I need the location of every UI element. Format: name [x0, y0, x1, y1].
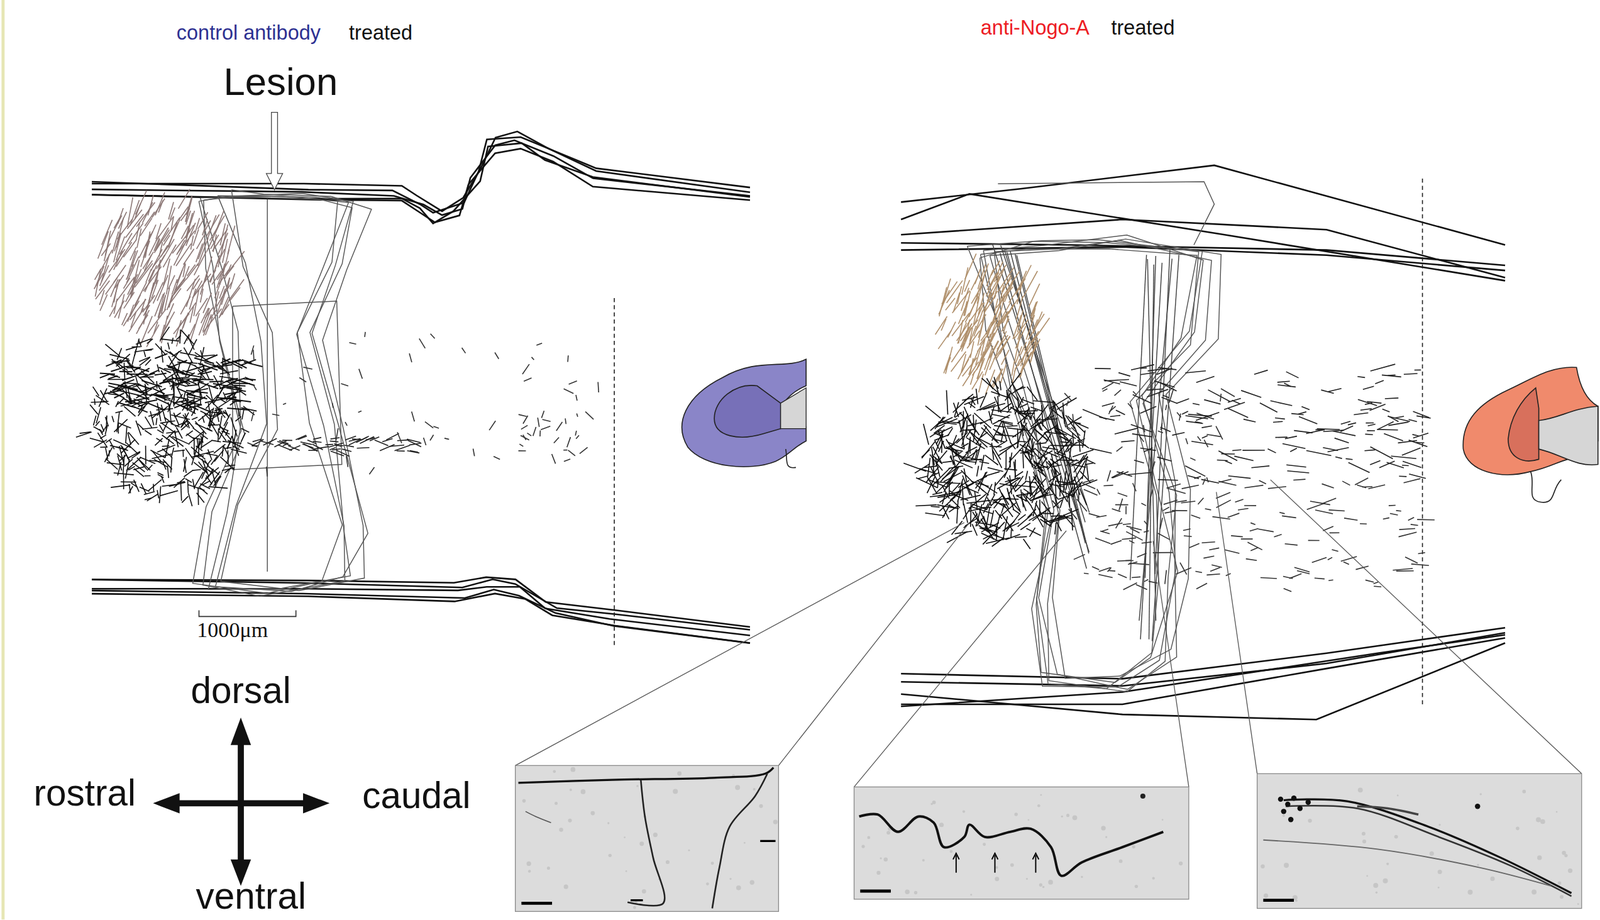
lesion-outline [215, 195, 369, 591]
cord-outline [900, 165, 1506, 246]
cross-section-icon [1462, 367, 1598, 503]
lesion-outline [1007, 252, 1083, 529]
direction-label: ventral [196, 877, 307, 915]
direction-label: rostral [33, 774, 136, 812]
lesion-outline [1149, 264, 1155, 640]
scale-bar [199, 610, 297, 617]
cord-outline [91, 577, 751, 627]
scale-label: 1000μm [196, 619, 268, 641]
micrograph [1257, 773, 1582, 908]
cord-outline [900, 632, 1506, 686]
cord-outline [91, 579, 751, 630]
tracing [76, 112, 1599, 912]
cord-outline [900, 643, 1506, 720]
orientation-compass [152, 717, 330, 886]
lesion-outline [267, 199, 268, 572]
border-line [1, 0, 5, 920]
lesion-arrow [266, 112, 283, 190]
cord-outline [900, 634, 1506, 707]
panel-heading: anti-Nogo-A [980, 17, 1090, 38]
lesion-outline [220, 189, 372, 591]
lesion-outline [997, 181, 1214, 246]
micrograph [515, 765, 779, 911]
cross-section-icon [682, 358, 807, 468]
lesion-outline [1000, 253, 1087, 569]
cord-outline [91, 589, 751, 644]
lesion-outline [993, 240, 1212, 690]
lesion-outline [1004, 251, 1086, 523]
lesion-outline [193, 193, 343, 593]
lesion-outline [992, 243, 1089, 552]
lesion-outline [1015, 253, 1078, 515]
cord-outline [900, 219, 1506, 278]
panel-heading: treated [348, 22, 413, 43]
panel-heading: treated [1111, 17, 1176, 38]
micrograph [854, 786, 1189, 900]
lesion-outline [980, 241, 1203, 690]
lesion-outline [1016, 255, 1089, 554]
cord-outline [91, 593, 751, 644]
lesion-outline [232, 301, 343, 470]
fibers [76, 189, 1435, 592]
direction-label: caudal [362, 777, 471, 815]
leader-line [515, 479, 1582, 788]
lesion-outline [989, 238, 1221, 679]
dashed-line [613, 297, 615, 646]
direction-label: dorsal [190, 672, 291, 710]
lesion-label: Lesion [223, 62, 338, 102]
panel-heading: control antibody [176, 22, 321, 43]
cord-outline [900, 193, 1506, 281]
lesion-outline [983, 235, 1204, 692]
lesion-outline [1130, 254, 1147, 580]
